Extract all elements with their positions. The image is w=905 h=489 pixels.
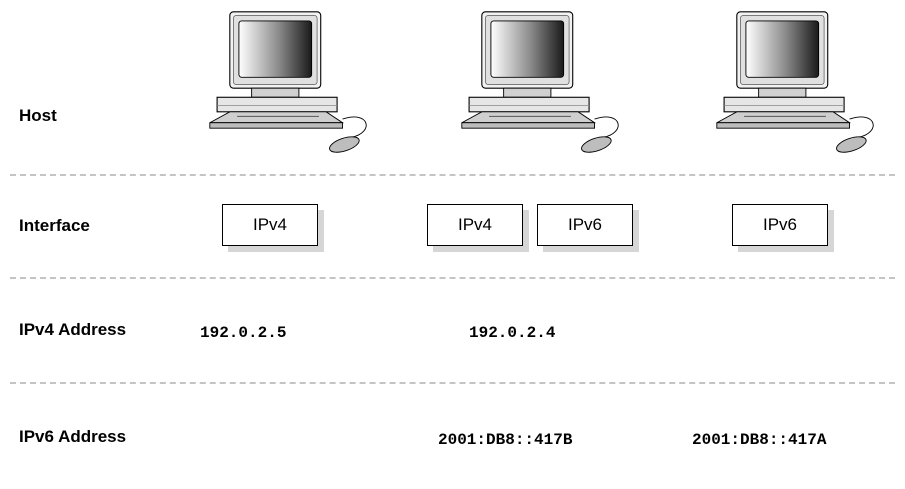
row-divider xyxy=(10,382,895,384)
row-label-ipv4-address: IPv4 Address xyxy=(19,320,127,339)
computer-icon xyxy=(461,11,619,156)
ipv4-address-value: 192.0.2.5 xyxy=(200,324,287,342)
row-label-ipv6-address: IPv6 Address xyxy=(19,427,127,446)
row-label-interface: Interface xyxy=(19,216,90,235)
interface-box-ipv6: IPv6 xyxy=(732,204,828,246)
row-label-host: Host xyxy=(19,106,57,125)
interface-box-ipv4: IPv4 xyxy=(427,204,523,246)
computer-icon xyxy=(209,11,367,156)
ipv6-address-value: 2001:DB8::417A xyxy=(692,431,827,449)
row-divider xyxy=(10,174,895,176)
row-divider xyxy=(10,277,895,279)
computer-icon xyxy=(716,11,874,156)
interface-box-ipv4: IPv4 xyxy=(222,204,318,246)
ipv6-address-value: 2001:DB8::417B xyxy=(438,431,573,449)
interface-box-ipv6: IPv6 xyxy=(537,204,633,246)
ipv4-address-value: 192.0.2.4 xyxy=(469,324,556,342)
